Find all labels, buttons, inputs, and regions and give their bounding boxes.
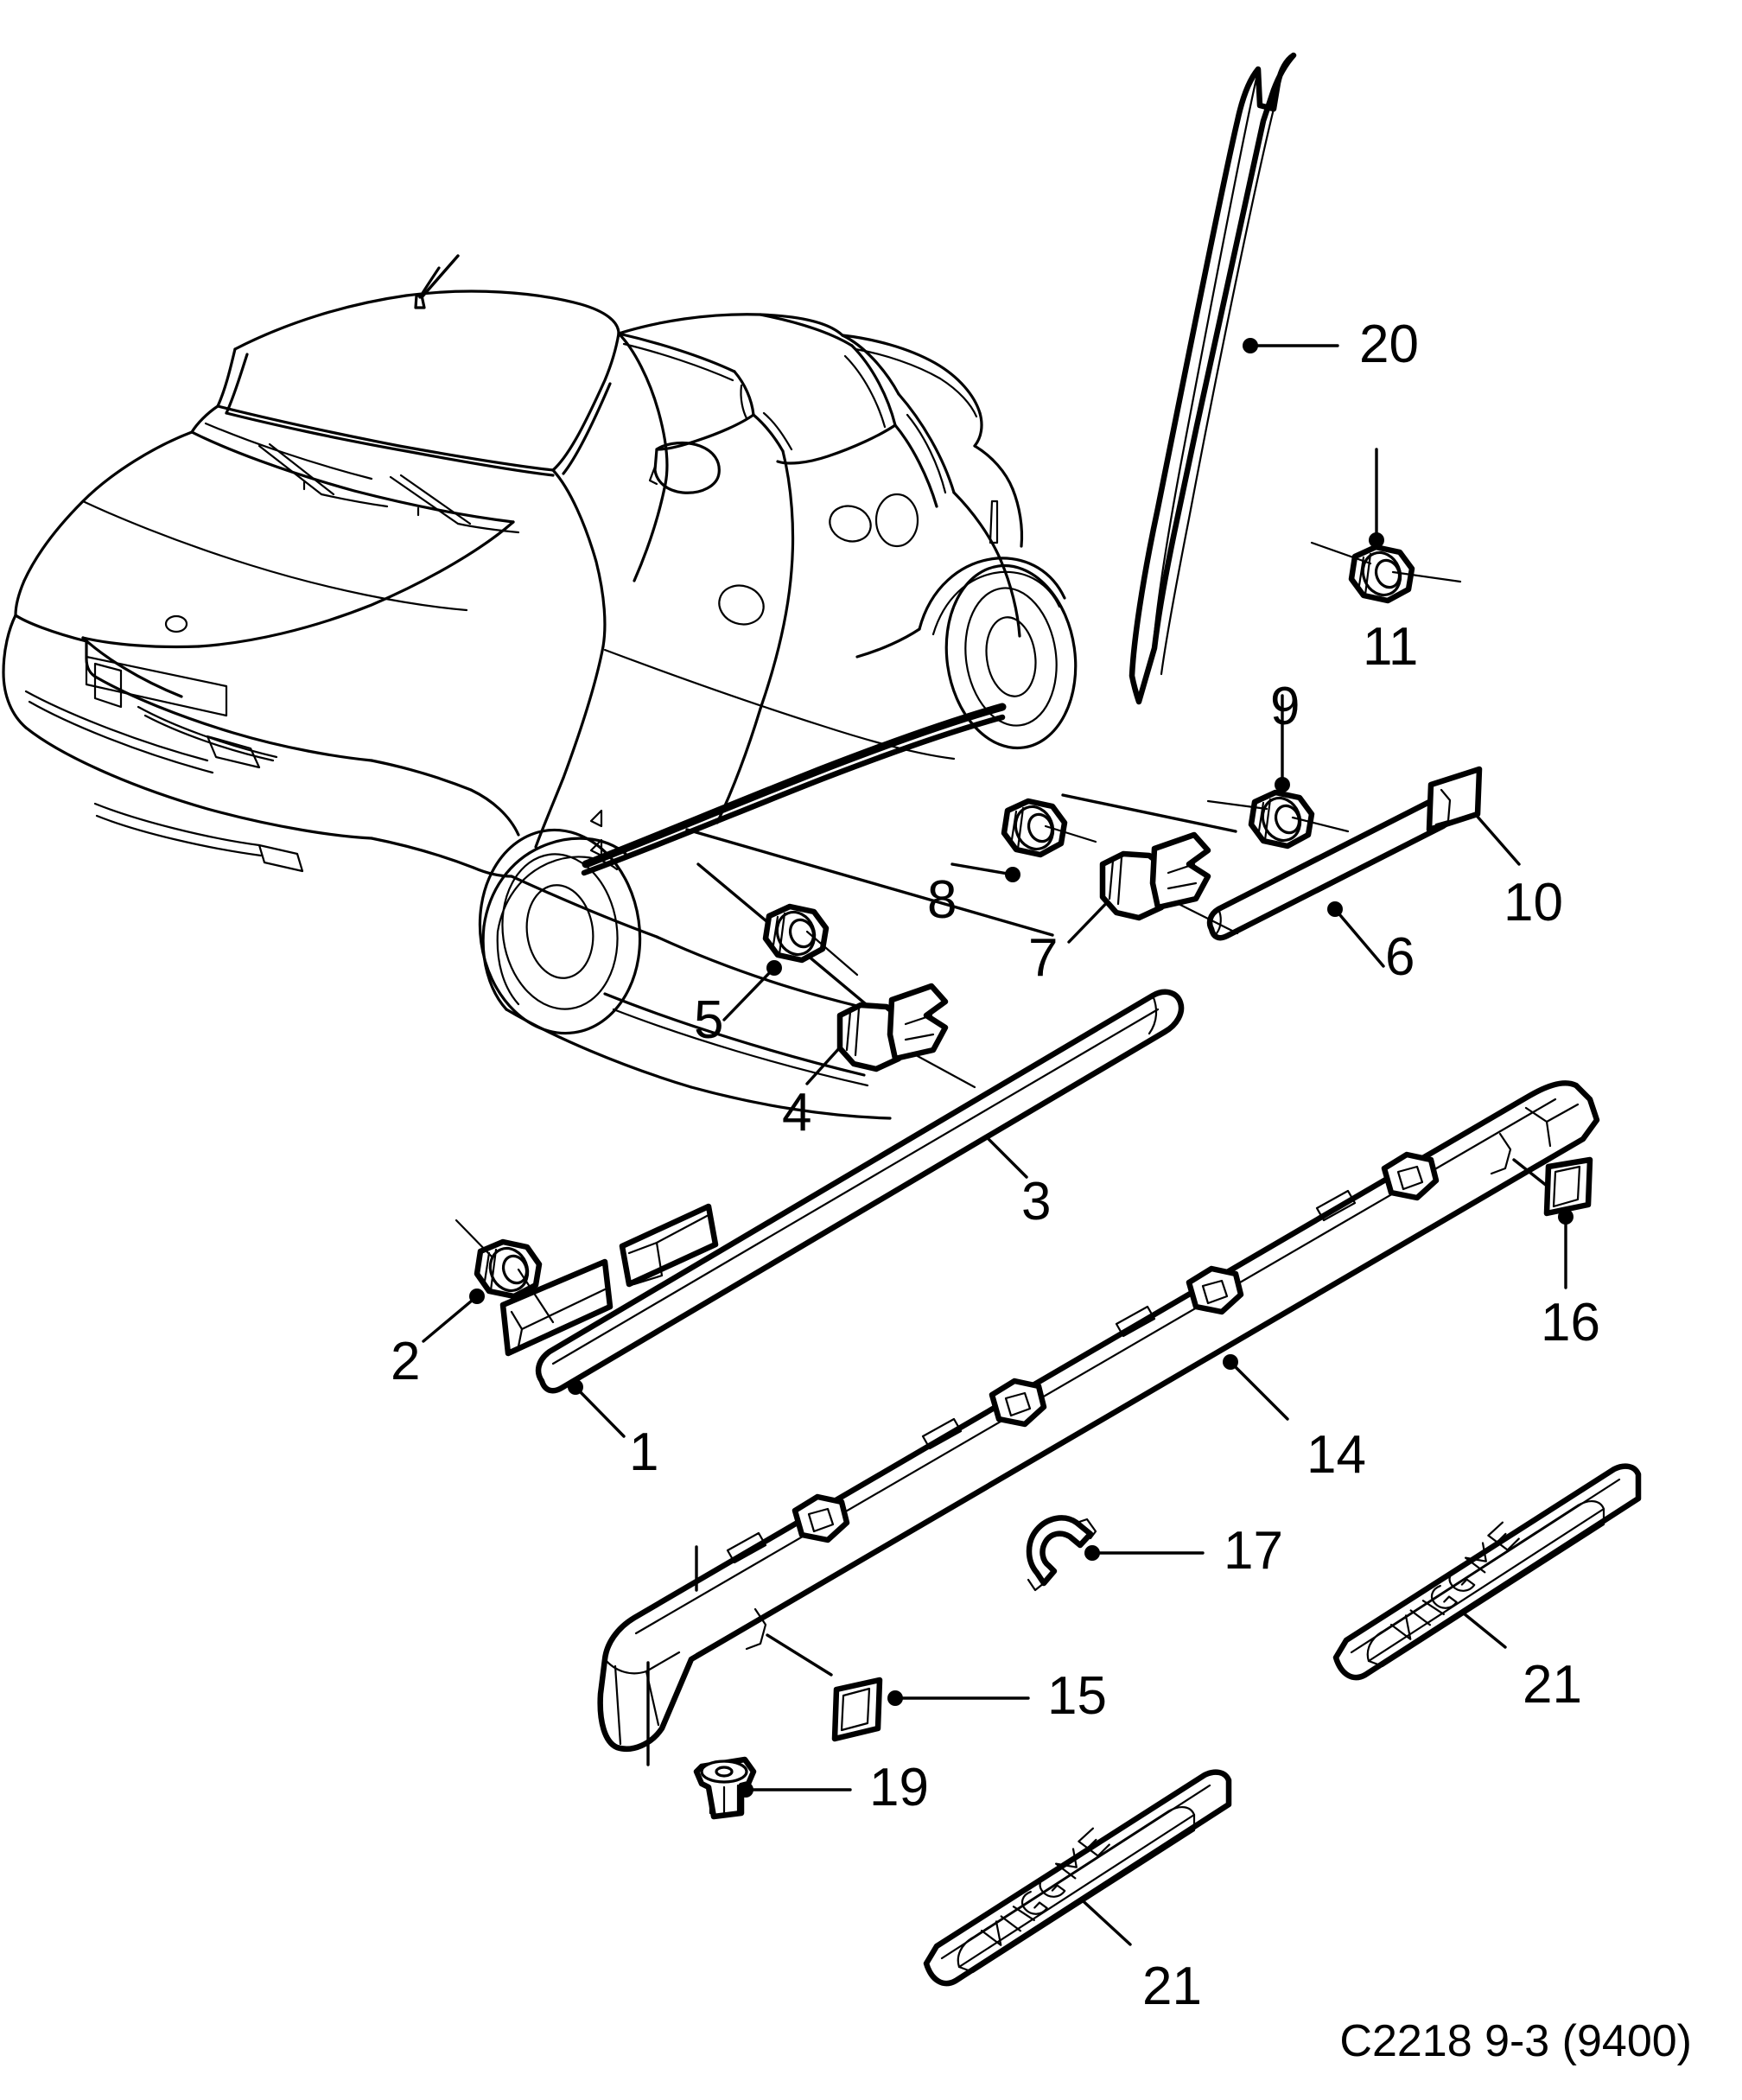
callout-label-7: 7: [1028, 928, 1059, 988]
callout-label-21-front: 21: [1523, 1655, 1582, 1715]
part-16-sill-end-cap: [1543, 1156, 1593, 1217]
part-8-grommet: [1001, 798, 1097, 858]
callout-label-10: 10: [1504, 873, 1563, 932]
callout-label-20: 20: [1359, 315, 1419, 374]
callout-label-3: 3: [1021, 1172, 1052, 1231]
callout-label-5: 5: [694, 990, 724, 1050]
part-10-rear-molding-end-cap: [1426, 766, 1483, 833]
part-15-sill-cover-cap: [831, 1677, 883, 1742]
part-21-viggen-sill-plate-rear: [923, 1769, 1232, 1987]
part-19-push-rivet: [693, 1756, 757, 1820]
diagram-footer-code: C2218 9-3 (9400): [1339, 2016, 1692, 2066]
part-20-b-pillar-trim: [1128, 52, 1297, 705]
part-9-grommet: [1206, 789, 1350, 850]
callout-label-2: 2: [391, 1332, 421, 1391]
car-illustration: [2, 266, 1078, 1120]
callout-label-15: 15: [1047, 1666, 1107, 1726]
callout-label-16: 16: [1541, 1293, 1600, 1352]
part-11-grommet: [1310, 541, 1462, 604]
callout-label-17: 17: [1224, 1521, 1283, 1581]
part-4-retaining-clip: [836, 983, 976, 1089]
callout-label-19: 19: [869, 1758, 929, 1817]
callout-label-1: 1: [629, 1422, 659, 1482]
part-17-spring-clip: [1026, 1515, 1097, 1592]
part-21-viggen-sill-plate-front: [1332, 1463, 1642, 1681]
part-14-rocker-sill-trim: [597, 1080, 1600, 1766]
part-7-retaining-clip: [1099, 831, 1239, 935]
callout-label-8: 8: [927, 870, 957, 930]
callout-label-9: 9: [1270, 677, 1300, 736]
callout-label-4: 4: [782, 1083, 812, 1142]
part-6-rear-door-molding: [1206, 793, 1459, 941]
callout-label-6: 6: [1385, 927, 1415, 987]
part-1-front-molding-end-cap: [499, 1203, 719, 1357]
part-5-grommet: [762, 903, 859, 977]
callout-label-11: 11: [1363, 617, 1419, 677]
part-3-front-door-molding: [535, 989, 1185, 1394]
callout-label-21-rear: 21: [1142, 1957, 1202, 2016]
part-2-grommet: [455, 1219, 555, 1324]
callout-label-14: 14: [1306, 1425, 1366, 1485]
